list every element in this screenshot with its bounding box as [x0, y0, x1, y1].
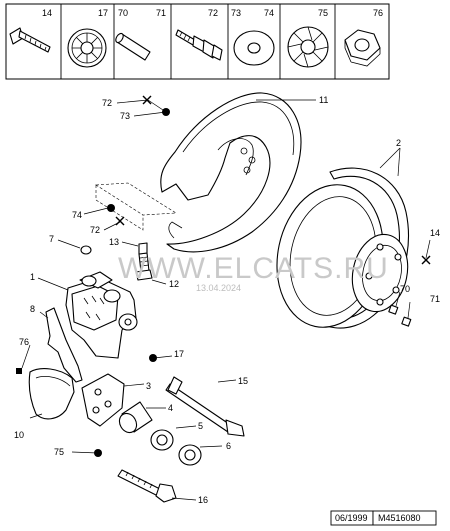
bushing — [118, 401, 153, 434]
footer: 06/1999 M4516080 — [330, 510, 437, 526]
header-label-75: 75 — [318, 8, 328, 18]
pad-spring — [45, 307, 83, 383]
footer-ref: M4516080 — [378, 513, 421, 523]
callout-6: 6 — [226, 441, 231, 451]
callout-1: 1 — [30, 272, 35, 282]
header-label-71: 71 — [156, 8, 166, 18]
callout-12: 12 — [169, 279, 179, 289]
flat-washer-icon — [233, 30, 275, 66]
parts-strip: 14 17 70 71 72 73 74 75 76 — [5, 3, 390, 80]
header-label-76: 76 — [373, 8, 383, 18]
header-label-72: 72 — [208, 8, 218, 18]
header-label-74: 74 — [264, 8, 274, 18]
callout-74: 74 — [72, 210, 82, 220]
dot-marker-icon — [94, 108, 170, 457]
callout-73: 73 — [120, 111, 130, 121]
callout-11: 11 — [319, 95, 328, 105]
header-label-14: 14 — [42, 8, 52, 18]
callout-75: 75 — [54, 447, 64, 457]
bleed-screw — [135, 242, 153, 281]
callout-3: 3 — [146, 381, 151, 391]
callout-7: 7 — [49, 234, 54, 244]
header-label-17: 17 — [98, 8, 108, 18]
callout-72-top: 72 — [102, 98, 112, 108]
serrated-washer-icon — [67, 28, 107, 68]
watermark-date: 13.04.2024 — [196, 283, 241, 293]
guide-bolt-15 — [165, 376, 245, 437]
conical-washer-icon — [287, 26, 329, 68]
guide-bracket — [81, 373, 125, 427]
callout-10: 10 — [14, 430, 24, 440]
callout-17: 17 — [174, 349, 184, 359]
x-marker-icon — [115, 95, 431, 265]
callout-8: 8 — [30, 304, 35, 314]
callout-76: 76 — [19, 337, 29, 347]
header-label-73: 73 — [231, 8, 241, 18]
dust-boot-6 — [178, 444, 202, 466]
dust-boot-5 — [150, 429, 174, 451]
brake-caliper — [65, 271, 138, 359]
callout-5: 5 — [198, 421, 203, 431]
callout-13: 13 — [109, 237, 119, 247]
backing-plate — [95, 92, 302, 253]
brake-pad — [28, 368, 75, 420]
footer-date: 06/1999 — [335, 513, 368, 523]
callout-4: 4 — [168, 403, 173, 413]
screw-icon — [9, 27, 51, 53]
o-ring — [80, 245, 92, 255]
callout-71: 71 — [430, 294, 440, 304]
callout-16: 16 — [198, 495, 208, 505]
callout-labels: 72 73 11 2 74 72 7 13 12 1 8 76 14 70 71… — [14, 95, 440, 505]
callout-70: 70 — [400, 284, 410, 294]
hex-nut-icon — [344, 29, 381, 67]
leader-lines — [21, 99, 431, 501]
callout-2: 2 — [396, 138, 401, 148]
hex-bolt-icon — [175, 29, 223, 61]
header-label-70: 70 — [118, 8, 128, 18]
square-marker-icon — [388, 304, 412, 327]
bolt-16 — [117, 469, 177, 503]
watermark-text: WWW.ELCATS.RU — [118, 252, 389, 285]
marker-square — [16, 368, 22, 374]
callout-72-mid: 72 — [90, 225, 100, 235]
roll-pin-icon — [115, 32, 151, 61]
callout-14: 14 — [430, 228, 440, 238]
callout-15: 15 — [238, 376, 248, 386]
brake-disc — [276, 167, 409, 329]
